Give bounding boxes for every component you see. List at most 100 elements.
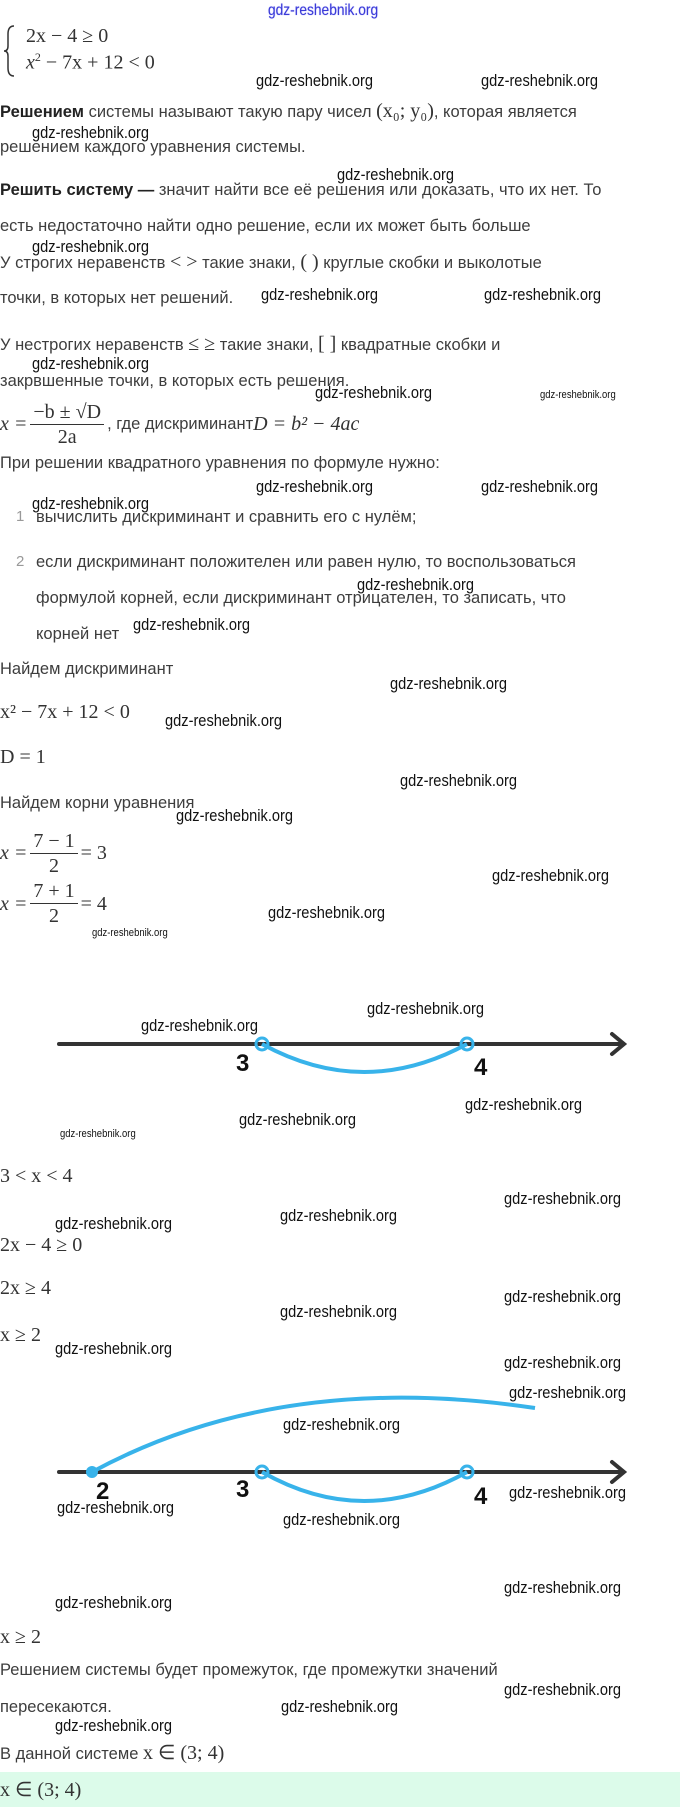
inequality-2b: 2x ≥ 4 — [0, 1277, 51, 1299]
text: квадратные скобки и — [336, 336, 501, 354]
watermark: gdz-reshebnik.org — [504, 1287, 622, 1306]
point-label: 4 — [474, 1054, 488, 1081]
watermark: gdz-reshebnik.org — [261, 285, 379, 304]
open-point-4 — [459, 1464, 475, 1480]
watermark: gdz-reshebnik.org — [504, 1353, 622, 1372]
text: У нестрогих неравенств — [0, 336, 189, 354]
text: В данной системе — [0, 1745, 143, 1763]
definition-solution: Решением системы называют такую пару чис… — [0, 101, 577, 122]
watermark: gdz-reshebnik.org — [509, 1383, 627, 1402]
watermark: gdz-reshebnik.org — [32, 237, 150, 256]
conclusion: Решением системы будет промежуток, где п… — [0, 1661, 498, 1679]
open-point-4 — [459, 1036, 475, 1052]
strict-inequalities-line2: точки, в которых нет решений. — [0, 289, 234, 307]
interval-1: 3 < x < 4 — [0, 1165, 73, 1187]
math: (x₀; y₀) — [376, 100, 434, 122]
watermark: gdz-reshebnik.org — [141, 1016, 259, 1035]
list-number: 2 — [16, 553, 25, 570]
point-label: 3 — [236, 1050, 250, 1077]
watermark: gdz-reshebnik.org — [176, 806, 294, 825]
math: x ∈ (3; 4) — [142, 1742, 225, 1764]
var: x — [26, 51, 35, 74]
answer: x ∈ (3; 4) — [0, 1779, 82, 1801]
watermark: gdz-reshebnik.org — [283, 1510, 401, 1529]
numerator: −b ± √D — [30, 400, 105, 425]
watermark: gdz-reshebnik.org — [165, 711, 283, 730]
watermark: gdz-reshebnik.org — [32, 354, 150, 373]
watermark: gdz-reshebnik.org — [55, 1593, 173, 1612]
closed-point-2 — [86, 1466, 98, 1478]
inequality-2: 2x − 4 ≥ 0 — [0, 1234, 83, 1256]
ray-arc — [91, 1395, 536, 1474]
interval-arc — [261, 1470, 468, 1503]
text: такие знаки, — [197, 254, 301, 272]
text: У строгих неравенств — [0, 254, 170, 272]
arrow-icon — [610, 1460, 628, 1484]
answer-box: x ∈ (3; 4) — [0, 1772, 680, 1807]
watermark: gdz-reshebnik.org — [283, 1415, 401, 1434]
rhs: = 4 — [80, 893, 107, 915]
watermark: gdz-reshebnik.org — [55, 1214, 173, 1233]
term: Решением — [0, 103, 84, 121]
rhs: = 3 — [80, 841, 107, 864]
number-line-1 — [57, 1032, 628, 1074]
watermark: gdz-reshebnik.org — [465, 1095, 583, 1114]
watermark: gdz-reshebnik.org — [481, 477, 599, 496]
text: , которая является — [433, 103, 577, 121]
watermark: gdz-reshebnik.org — [32, 494, 150, 513]
watermark: gdz-reshebnik.org — [55, 1339, 173, 1358]
watermark: gdz-reshebnik.org — [484, 285, 602, 304]
watermark: gdz-reshebnik.org — [55, 1716, 173, 1735]
inequality-2c: x ≥ 2 — [0, 1324, 41, 1346]
numerator: 7 + 1 — [30, 879, 78, 904]
interval-arc — [261, 1042, 468, 1074]
math: ( ) — [300, 251, 319, 273]
watermark: gdz-reshebnik.org — [133, 615, 251, 634]
watermark: gdz-reshebnik.org — [281, 1697, 399, 1716]
result-2: x ≥ 2 — [0, 1626, 41, 1648]
point-label: 3 — [236, 1476, 250, 1503]
watermark: gdz-reshebnik.org — [315, 383, 433, 402]
open-point-3 — [254, 1036, 270, 1052]
rest: − 7x + 12 < 0 — [40, 51, 155, 74]
brace-icon — [3, 25, 15, 77]
nonstrict-inequalities-line2: закрвшенные точки, в которых есть решени… — [0, 372, 350, 390]
math: ≤ ≥ — [188, 333, 216, 355]
number-line-2 — [57, 1395, 628, 1503]
text: , где дискриминант — [107, 415, 254, 433]
text: круглые скобки и выколотые — [318, 254, 542, 272]
discriminant-formula: D = b² − 4ac — [253, 412, 360, 435]
watermark: gdz-reshebnik.org — [390, 674, 508, 693]
inequality: x² − 7x + 12 < 0 — [0, 701, 130, 723]
system-line-1: 2x − 4 ≥ 0 — [26, 25, 109, 47]
text: значит найти все её решения или доказать… — [154, 181, 602, 199]
definition-solve: Решить систему — значит найти все её реш… — [0, 180, 601, 200]
open-point-3 — [254, 1464, 270, 1480]
steps-intro: При решении квадратного уравнения по фор… — [0, 454, 440, 472]
watermark: gdz-reshebnik.org — [32, 123, 150, 142]
lhs: x = — [0, 412, 28, 435]
definition-solve-line2: есть недостаточно найти одно решение, ес… — [0, 217, 531, 235]
watermark: gdz-reshebnik.org — [280, 1302, 398, 1321]
watermark: gdz-reshebnik.org — [268, 2, 379, 19]
discriminant-value: D = 1 — [0, 746, 46, 768]
math: < > — [169, 251, 198, 273]
watermark: gdz-reshebnik.org — [268, 903, 386, 922]
exp: 2 — [34, 50, 41, 64]
watermark: gdz-reshebnik.org — [400, 771, 518, 790]
denominator: 2 — [49, 905, 60, 925]
watermark: gdz-reshebnik.org — [256, 71, 374, 90]
watermark: gdz-reshebnik.org — [357, 575, 475, 594]
system-line-2: x2 − 7x + 12 < 0 — [26, 50, 155, 75]
list-item: если дискриминант положителен или равен … — [36, 553, 576, 571]
watermark: gdz-reshebnik.org — [239, 1110, 357, 1129]
watermark: gdz-reshebnik.org — [509, 1483, 627, 1502]
numerator: 7 − 1 — [30, 829, 78, 854]
point-label: 2 — [96, 1478, 110, 1505]
point-label: 4 — [474, 1483, 488, 1510]
